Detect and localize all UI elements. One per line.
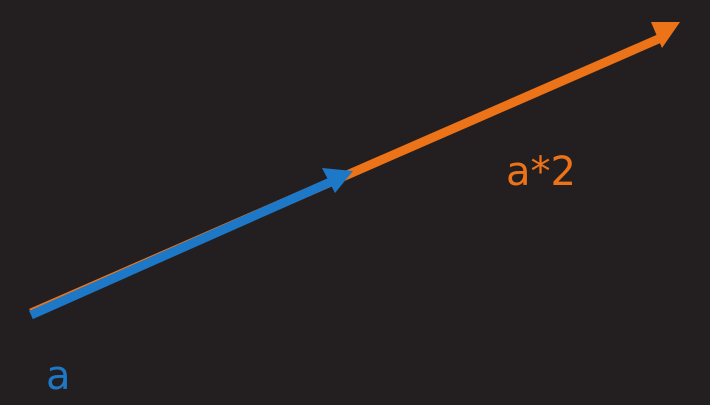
vector-a-times-2-arrowhead bbox=[651, 22, 680, 48]
vector-a bbox=[29, 168, 353, 320]
vector-a-shaft bbox=[29, 175, 337, 320]
vector-a-times-2-label: a*2 bbox=[506, 149, 576, 195]
vector-a-label: a bbox=[46, 353, 71, 399]
vector-a-arrowhead bbox=[322, 168, 353, 193]
